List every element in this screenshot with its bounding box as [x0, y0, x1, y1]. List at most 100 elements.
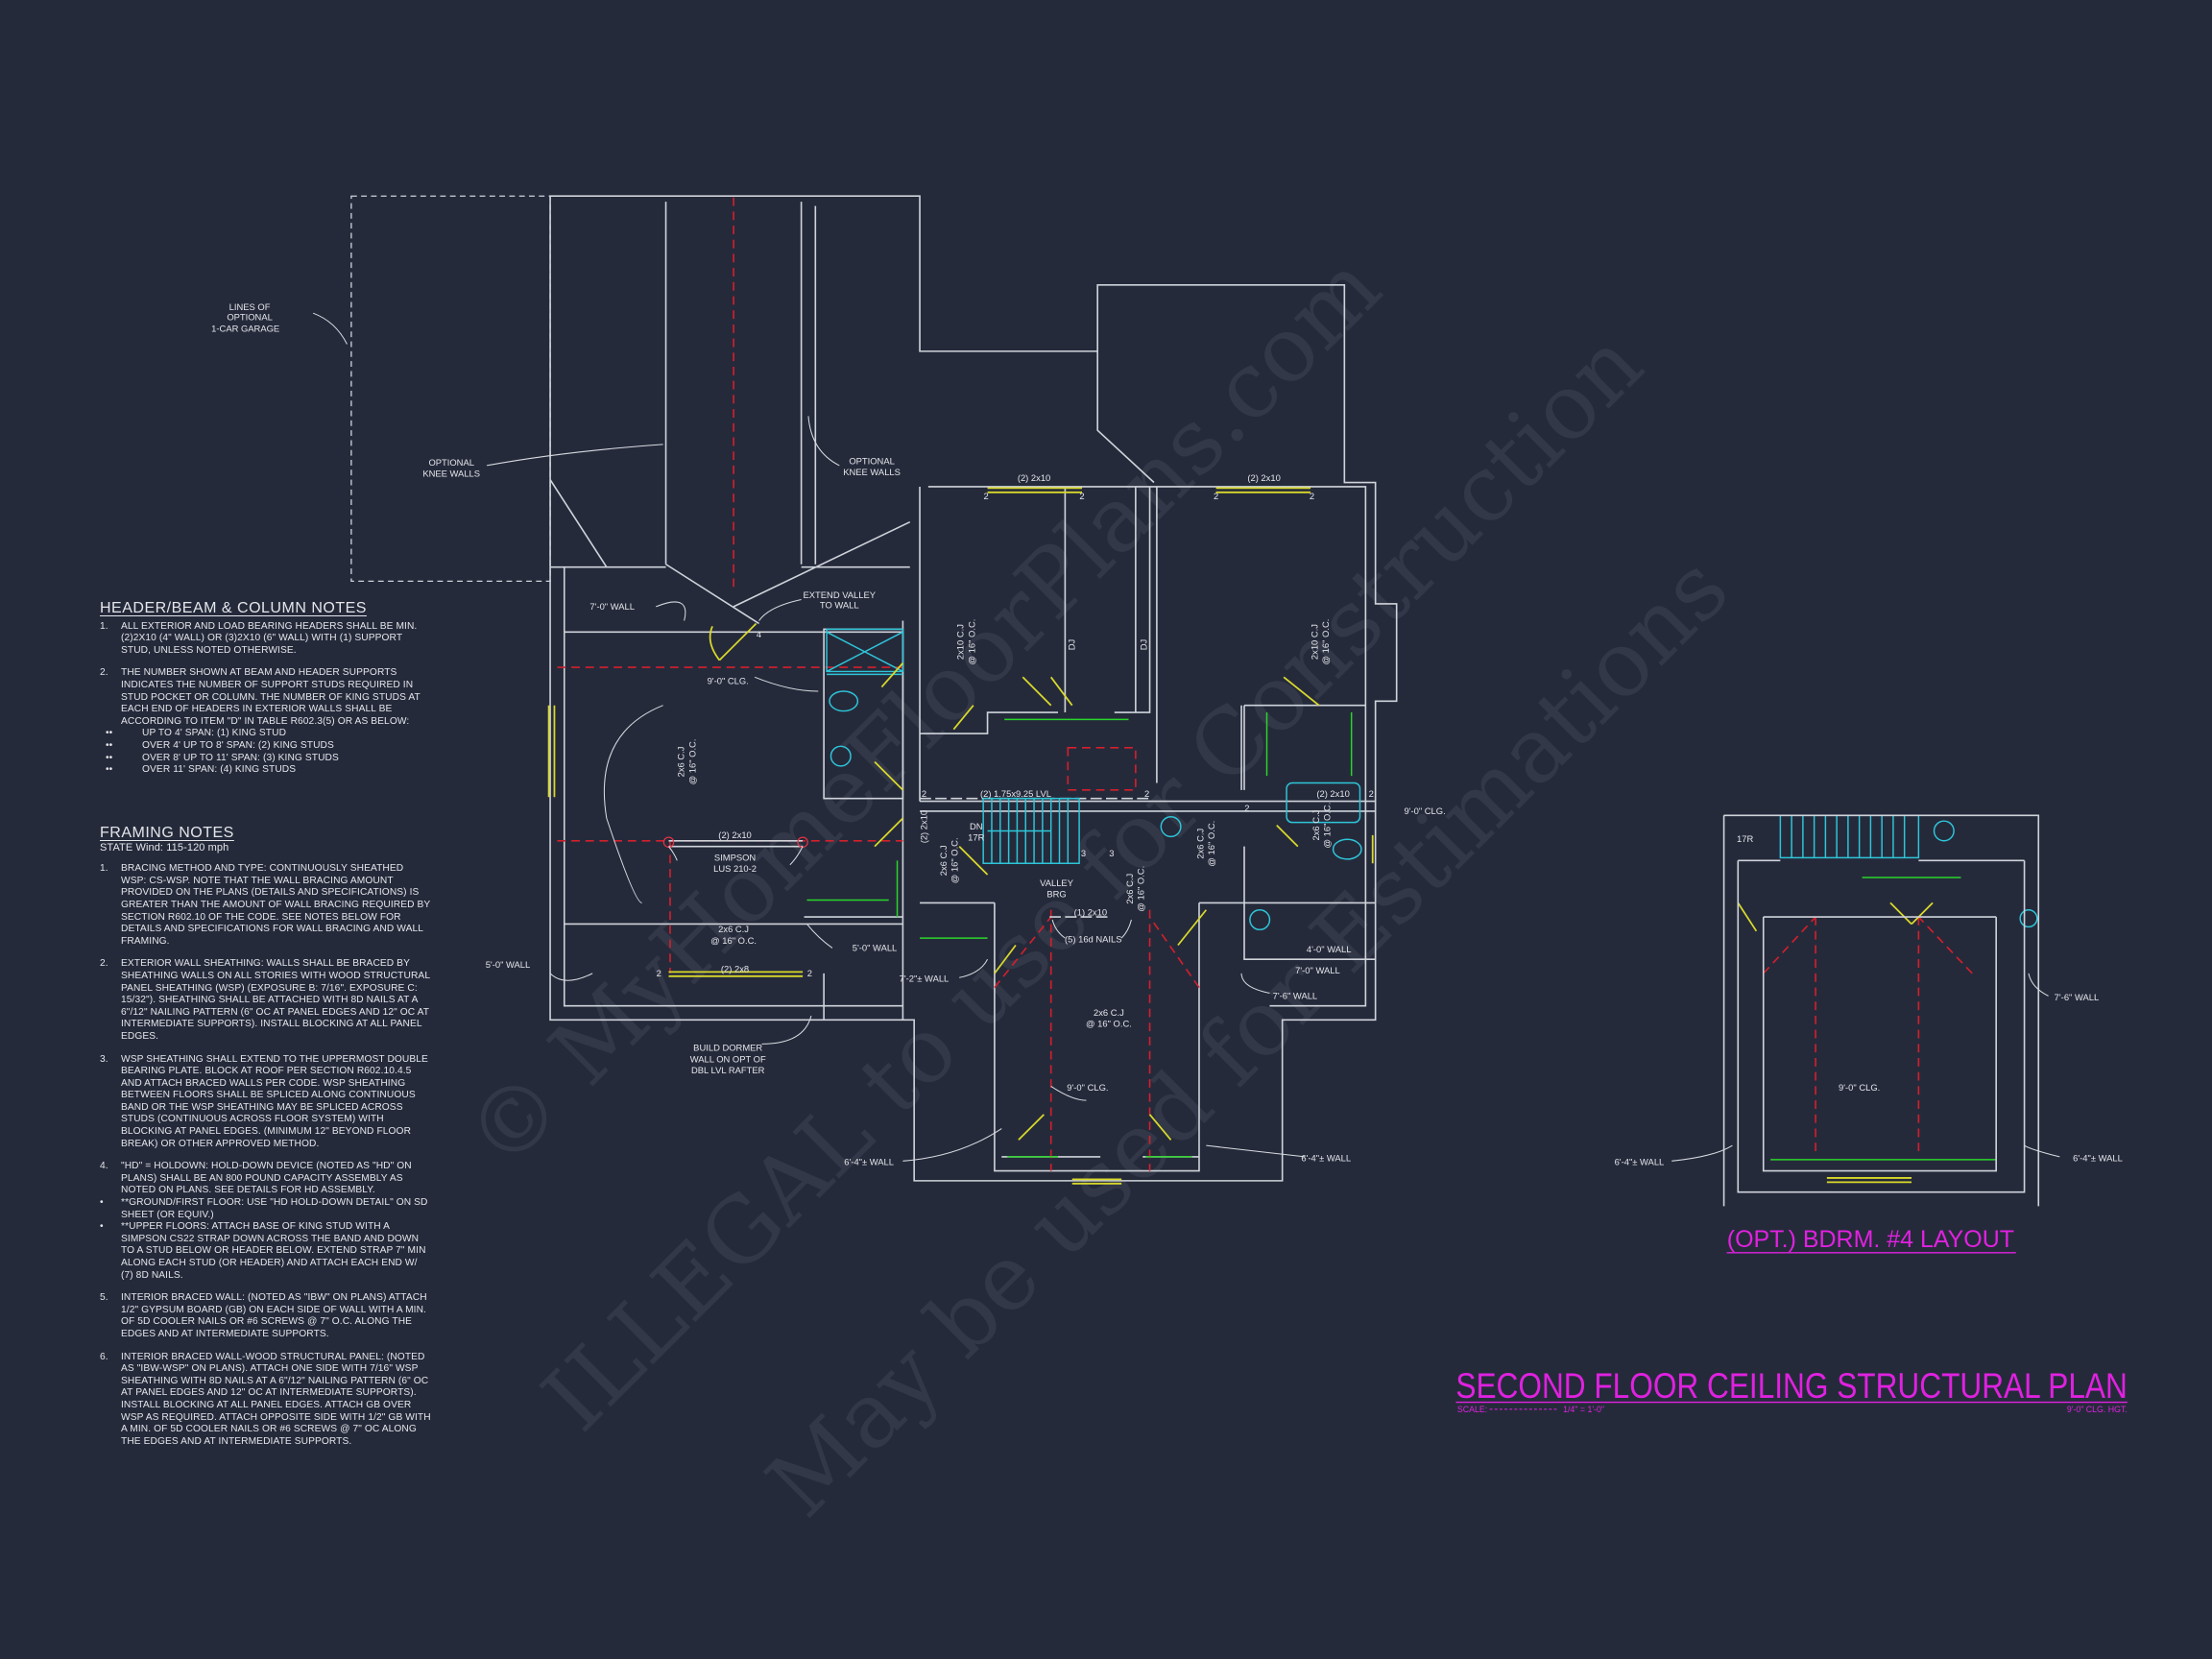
- support-stud-count: 3: [1081, 848, 1086, 858]
- note-item: 2. EXTERIOR WALL SHEATHING: WALLS SHALL B…: [100, 958, 431, 1043]
- plan-label-hdr-2x8: (2) 2x8: [721, 963, 749, 974]
- bullet-item: •• OVER 8' UP TO 11' SPAN: (3) KING STUDS: [100, 753, 431, 765]
- exterior-walls: [549, 195, 1398, 1182]
- bullet-text: OVER 8' UP TO 11' SPAN: (3) KING STUDS: [142, 752, 339, 763]
- support-stud-count: 2: [1310, 491, 1314, 501]
- plan-label-garage-2: OPTIONAL: [227, 312, 272, 323]
- note-number: 5.: [100, 1292, 108, 1304]
- plan-label-cj-2x6-b2: @ 16" O.C.: [950, 837, 960, 883]
- plan-label-cj-2x6-g: 2x6 C.J: [1094, 1007, 1124, 1018]
- plan-label-hdr-1-2x10: (1) 2x10: [1074, 907, 1107, 918]
- note-text: "HD" = HOLDOWN: HOLD-DOWN DEVICE (NOTED …: [121, 1161, 412, 1196]
- toilet-icon: [1332, 838, 1362, 860]
- plan-label-wall-7-0-a: 7'-0" WALL: [589, 601, 635, 612]
- sink-icon: [830, 745, 852, 767]
- bullet-text: **GROUND/FIRST FLOOR: USE "HD HOLD-DOWN …: [121, 1197, 428, 1220]
- note-item: 5.INTERIOR BRACED WALL: (NOTED AS "IBW" …: [100, 1292, 431, 1340]
- bullet-item: ••OVER 4' UP TO 8' SPAN: (2) KING STUDS: [100, 740, 431, 753]
- notes-heading: FRAMING NOTES: [100, 825, 234, 841]
- sink-icon: [2019, 909, 2038, 928]
- plan-label-cj-2x10-b2: @ 16" O.C.: [1320, 619, 1331, 665]
- bullet-icon: •: [100, 1221, 104, 1233]
- plan-label-cj-2x6-d2: @ 16" O.C.: [1206, 821, 1216, 867]
- plan-label-cj-2x6-b: 2x6 C.J: [938, 845, 949, 876]
- plan-label-risers: 17R: [968, 832, 984, 843]
- plan-label-wall-7-0-b: 7'-0" WALL: [1295, 965, 1340, 975]
- sink-icon: [1249, 909, 1271, 931]
- note-item: 3.WSP SHEATHING SHALL EXTEND TO THE UPPE…: [100, 1054, 431, 1151]
- support-stud-count: 2: [657, 968, 661, 978]
- plan-label-garage-3: 1-CAR GARAGE: [211, 323, 279, 333]
- support-stud-count: 2: [1079, 491, 1084, 501]
- plan-label-garage-1: LINES OF: [229, 301, 271, 312]
- plan-label-lvl: (2) 1.75x9.25 LVL: [980, 788, 1051, 799]
- note-number: 3.: [100, 1053, 108, 1065]
- note-number: 4.: [100, 1161, 108, 1172]
- ceiling-height: 9'-0" CLG. HGT.: [2067, 1405, 2128, 1414]
- inset-bedroom-4-plan: [1722, 814, 2040, 1207]
- plan-label-cj-2x6-f2: @ 16" O.C.: [710, 935, 757, 946]
- note-item: 1.BRACING METHOD AND TYPE: CONTINUOUSLY …: [100, 863, 431, 948]
- plan-label-cj-2x6-g2: @ 16" O.C.: [1086, 1019, 1132, 1029]
- title-block: (OPT.) BDRM. #4 LAYOUT SECOND FLOOR CEIL…: [1455, 1226, 2128, 1414]
- plan-label-cj-2x6-a2: @ 16" O.C.: [686, 739, 697, 785]
- bullet-icon: ••: [106, 752, 113, 763]
- ridge-valley-lines: [557, 197, 1973, 1171]
- plan-label-wall-5-0-a: 5'-0" WALL: [486, 959, 531, 970]
- doors-windows: [547, 487, 1934, 1185]
- inset-title: (OPT.) BDRM. #4 LAYOUT: [1727, 1226, 2014, 1253]
- plan-label-dn: DN: [970, 821, 983, 831]
- plan-label-valley-brg-2: BRG: [1046, 889, 1066, 900]
- note-text: ALL EXTERIOR AND LOAD BEARING HEADERS SH…: [121, 620, 418, 656]
- plan-label-simpson-1: SIMPSON: [714, 852, 757, 862]
- plan-label-cj-2x6-e: 2x6 C.J: [1310, 810, 1321, 841]
- plan-label-knee-r2: KNEE WALLS: [843, 467, 901, 477]
- note-number: 1.: [100, 620, 108, 632]
- wind-speed: STATE Wind: 115-120 mph: [100, 841, 229, 854]
- plan-label-wall-7-6: 7'-6" WALL: [1273, 990, 1318, 1000]
- support-stud-count: 2: [1214, 491, 1218, 501]
- plan-label-wall-4-0: 4'-0" WALL: [1307, 944, 1352, 954]
- plan-label-inset-clg: 9'-0" CLG.: [1839, 1082, 1880, 1093]
- scale-value: 1/4" = 1'-0": [1563, 1405, 1604, 1414]
- note-number: 2.: [100, 958, 108, 970]
- bullet-icon: •: [100, 1197, 104, 1209]
- plan-label-cj-2x10-a: 2x10 C.J: [955, 624, 966, 660]
- support-stud-count: 2: [1144, 788, 1149, 799]
- plan-label-inset-wall-7-6: 7'-6" WALL: [2055, 992, 2100, 1002]
- plan-label-wall-6-4-b: 6'-4"± WALL: [1301, 1152, 1351, 1163]
- plan-label-knee-l1: OPTIONAL: [428, 457, 474, 468]
- plan-label-dormer-2: WALL ON OPT OF: [690, 1053, 766, 1064]
- plan-label-nails: (5) 16d NAILS: [1065, 934, 1122, 945]
- plan-label-cj-2x6-e2: @ 16" O.C.: [1322, 803, 1333, 849]
- note-item: 4. "HD" = HOLDOWN: HOLD-DOWN DEVICE (NOTE…: [100, 1161, 431, 1197]
- plan-label-simpson-2: LUS 210-2: [713, 863, 757, 874]
- plan-label-inset-risers: 17R: [1737, 833, 1753, 844]
- plan-title: SECOND FLOOR CEILING STRUCTURAL PLAN: [1455, 1366, 2127, 1406]
- bullet-text: **UPPER FLOORS: ATTACH BASE OF KING STUD…: [121, 1221, 426, 1281]
- header-beam-column-notes: HEADER/BEAM & COLUMN NOTES 1.ALL EXTERIO…: [100, 601, 431, 777]
- framing-notes: FRAMING NOTES STATE Wind: 115-120 mph 1.…: [100, 825, 431, 1458]
- support-stud-count: 2: [1244, 803, 1249, 813]
- stairs: [982, 797, 1920, 864]
- note-number: 2.: [100, 667, 108, 679]
- plan-label-valley-2: TO WALL: [820, 599, 859, 610]
- note-text: BRACING METHOD AND TYPE: CONTINUOUSLY SH…: [121, 863, 431, 947]
- sink-icon: [1933, 820, 1955, 842]
- plan-label-clg-a: 9'-0" CLG.: [708, 676, 749, 686]
- plan-label-dormer-1: BUILD DORMER: [693, 1043, 762, 1053]
- plan-label-dormer-3: DBL LVL RAFTER: [691, 1065, 765, 1075]
- note-text: EXTERIOR WALL SHEATHING: WALLS SHALL BE …: [121, 958, 430, 1042]
- plan-label-knee-r1: OPTIONAL: [849, 455, 895, 466]
- plan-label-cj-2x10-b: 2x10 C.J: [1309, 624, 1319, 660]
- bullet-text: OVER 4' UP TO 8' SPAN: (2) KING STUDS: [142, 739, 334, 751]
- support-stud-count: 2: [983, 491, 988, 501]
- plan-label-hdr-top-1: (2) 2x10: [1018, 472, 1050, 483]
- note-item: 6.INTERIOR BRACED WALL-WOOD STRUCTURAL P…: [100, 1352, 431, 1449]
- bullet-icon: ••: [106, 728, 113, 739]
- plan-label-dj-1: DJ: [1067, 639, 1077, 650]
- plan-label-hdr-top-2: (2) 2x10: [1247, 472, 1280, 483]
- plan-label-wall-7-2: 7'-2"± WALL: [900, 974, 950, 984]
